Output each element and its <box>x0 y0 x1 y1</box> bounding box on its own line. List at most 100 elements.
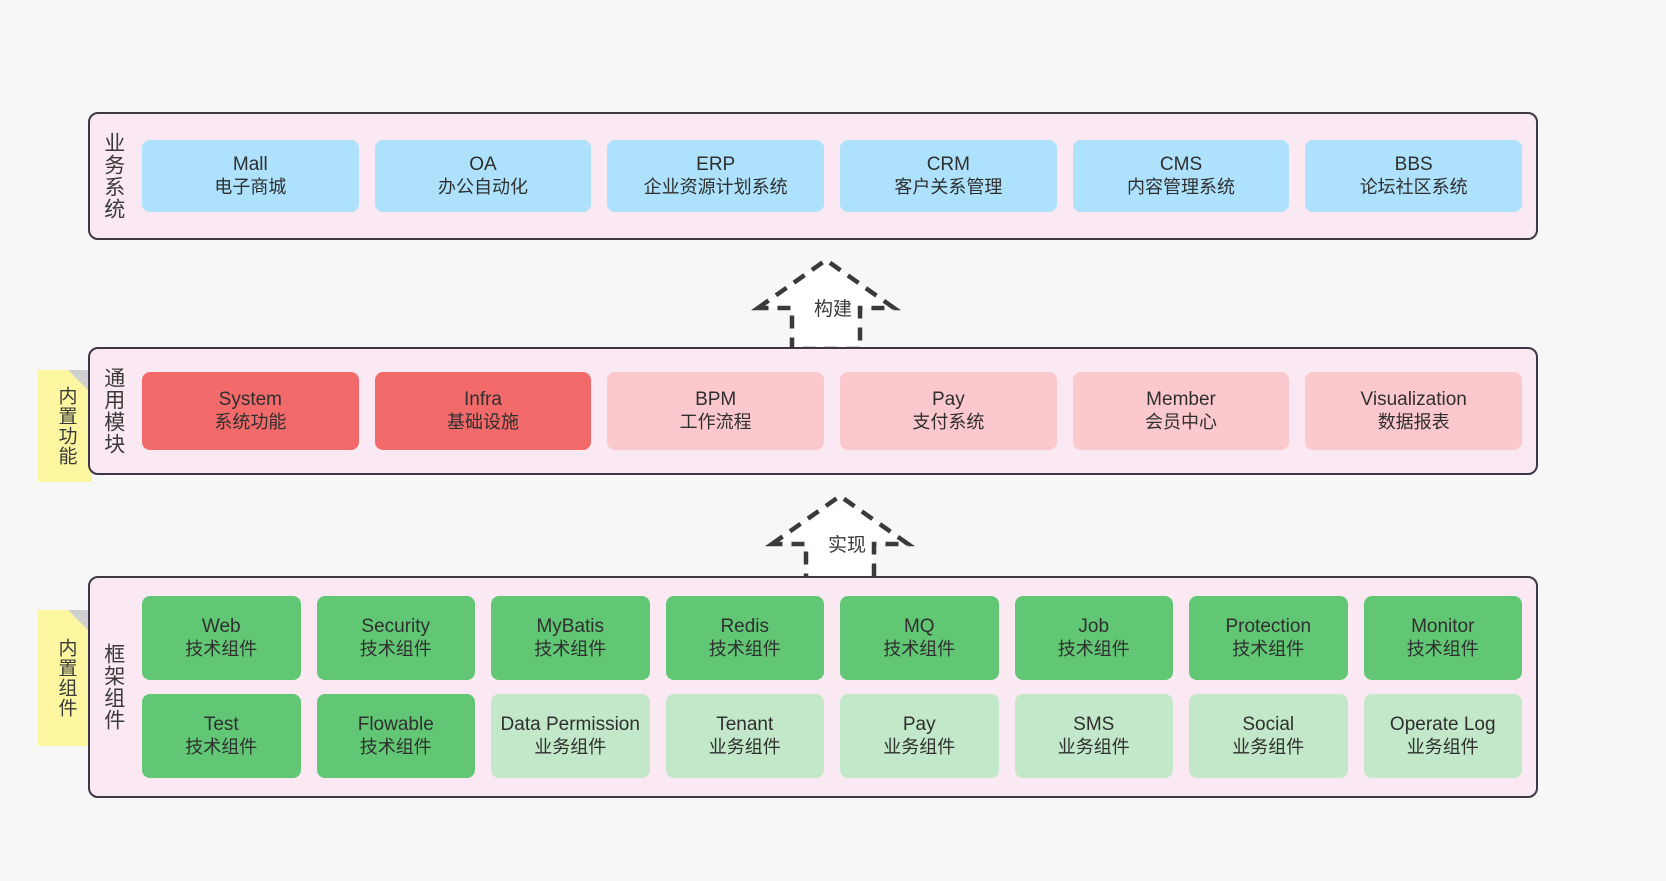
card-title: Redis <box>720 616 770 638</box>
business-card-oa[interactable]: OA 办公自动化 <box>374 140 592 212</box>
business-row: Mall 电子商城 OA 办公自动化 ERP 企业资源计划系统 CRM 客户关系… <box>142 140 1523 212</box>
card-subtitle: 技术组件 <box>1232 638 1305 659</box>
card-title: Monitor <box>1411 616 1475 638</box>
layer-label-business: 业务系统 <box>101 132 125 220</box>
business-card-mall[interactable]: Mall 电子商城 <box>142 140 359 212</box>
layer-body-modules: System 系统功能 Infra 基础设施 BPM 工作流程 Pay 支付系统… <box>136 349 1536 473</box>
card-subtitle: 技术组件 <box>359 736 432 757</box>
card-title: Pay <box>902 714 936 736</box>
sticky-note-builtin-components: 内置组件 <box>38 610 92 746</box>
framework-card-social[interactable]: Social 业务组件 <box>1189 694 1348 778</box>
framework-card-flowable[interactable]: Flowable 技术组件 <box>316 694 475 778</box>
sticky-note-label: 内置功能 <box>55 386 77 466</box>
framework-card-test[interactable]: Test 技术组件 <box>142 694 301 778</box>
card-subtitle: 业务组件 <box>1406 736 1479 757</box>
business-card-crm[interactable]: CRM 客户关系管理 <box>840 140 1057 212</box>
card-title: Member <box>1146 389 1216 411</box>
card-title: Visualization <box>1360 389 1467 411</box>
framework-card-job[interactable]: Job 技术组件 <box>1014 596 1173 680</box>
card-title: Flowable <box>357 714 434 736</box>
card-title: Social <box>1242 714 1295 736</box>
card-subtitle: 业务组件 <box>534 736 607 757</box>
framework-card-tenant[interactable]: Tenant 业务组件 <box>665 694 824 778</box>
card-title: BBS <box>1394 154 1433 176</box>
business-card-cms[interactable]: CMS 内容管理系统 <box>1072 140 1290 212</box>
framework-card-mq[interactable]: MQ 技术组件 <box>840 596 999 680</box>
card-subtitle: 电子商城 <box>214 176 287 197</box>
module-card-visualization[interactable]: Visualization 数据报表 <box>1305 372 1523 450</box>
card-title: CRM <box>926 154 970 176</box>
framework-card-protection[interactable]: Protection 技术组件 <box>1189 596 1348 680</box>
card-title: Pay <box>931 389 965 411</box>
card-subtitle: 技术组件 <box>359 638 432 659</box>
card-title: Web <box>201 616 241 638</box>
card-subtitle: 技术组件 <box>185 638 258 659</box>
module-card-infra[interactable]: Infra 基础设施 <box>374 372 592 450</box>
framework-card-data-permission[interactable]: Data Permission 业务组件 <box>491 694 650 778</box>
card-title: MQ <box>903 616 935 638</box>
layer-label-modules: 通用模块 <box>101 367 125 455</box>
framework-row-2: Test 技术组件 Flowable 技术组件 Data Permission … <box>142 694 1522 778</box>
card-subtitle: 业务组件 <box>883 736 956 757</box>
card-title: ERP <box>696 154 736 176</box>
business-card-bbs[interactable]: BBS 论坛社区系统 <box>1305 140 1523 212</box>
card-title: BPM <box>695 389 737 411</box>
sticky-note-builtin-features: 内置功能 <box>38 370 92 482</box>
sticky-note-label: 内置组件 <box>55 638 77 718</box>
arrow-build: 构建 <box>750 256 902 352</box>
framework-card-redis[interactable]: Redis 技术组件 <box>665 596 824 680</box>
card-title: Job <box>1078 616 1110 638</box>
layer-label-framework: 框架组件 <box>101 643 125 731</box>
card-title: Tenant <box>716 714 774 736</box>
framework-card-monitor[interactable]: Monitor 技术组件 <box>1363 596 1522 680</box>
card-title: CMS <box>1159 154 1203 176</box>
framework-card-sms[interactable]: SMS 业务组件 <box>1014 694 1173 778</box>
framework-card-operate-log[interactable]: Operate Log 业务组件 <box>1363 694 1522 778</box>
hollow-up-arrow-icon <box>764 493 916 588</box>
card-subtitle: 内容管理系统 <box>1127 176 1236 197</box>
card-subtitle: 工作流程 <box>679 411 752 432</box>
business-card-erp[interactable]: ERP 企业资源计划系统 <box>607 140 825 212</box>
framework-row-1: Web 技术组件 Security 技术组件 MyBatis 技术组件 Redi… <box>142 596 1522 680</box>
card-subtitle: 技术组件 <box>1057 638 1130 659</box>
card-subtitle: 技术组件 <box>1406 638 1479 659</box>
module-card-bpm[interactable]: BPM 工作流程 <box>607 372 825 450</box>
card-subtitle: 业务组件 <box>1057 736 1130 757</box>
card-title: Test <box>203 714 239 736</box>
framework-card-security[interactable]: Security 技术组件 <box>316 596 475 680</box>
arrow-implement-label: 实现 <box>828 535 867 556</box>
card-subtitle: 数据报表 <box>1377 411 1450 432</box>
card-title: Security <box>361 616 431 638</box>
layer-body-framework: Web 技术组件 Security 技术组件 MyBatis 技术组件 Redi… <box>136 578 1536 796</box>
card-subtitle: 办公自动化 <box>438 176 528 197</box>
card-subtitle: 系统功能 <box>214 411 287 432</box>
card-title: Protection <box>1225 616 1312 638</box>
framework-card-mybatis[interactable]: MyBatis 技术组件 <box>491 596 650 680</box>
card-title: SMS <box>1073 714 1115 736</box>
card-subtitle: 技术组件 <box>185 736 258 757</box>
card-title: System <box>218 389 283 411</box>
framework-card-web[interactable]: Web 技术组件 <box>142 596 301 680</box>
card-subtitle: 技术组件 <box>883 638 956 659</box>
card-title: Mall <box>232 154 268 176</box>
hollow-up-arrow-icon <box>750 257 902 352</box>
card-subtitle: 论坛社区系统 <box>1359 176 1468 197</box>
card-subtitle: 技术组件 <box>534 638 607 659</box>
card-subtitle: 业务组件 <box>708 736 781 757</box>
module-card-member[interactable]: Member 会员中心 <box>1072 372 1290 450</box>
layer-body-business: Mall 电子商城 OA 办公自动化 ERP 企业资源计划系统 CRM 客户关系… <box>136 114 1536 238</box>
module-card-system[interactable]: System 系统功能 <box>142 372 359 450</box>
modules-row: System 系统功能 Infra 基础设施 BPM 工作流程 Pay 支付系统… <box>142 372 1523 450</box>
layer-business-systems: 业务系统 Mall 电子商城 OA 办公自动化 ERP 企业资源计划系统 CRM… <box>88 112 1538 240</box>
card-subtitle: 技术组件 <box>708 638 781 659</box>
arrow-build-label: 构建 <box>814 299 853 320</box>
card-title: Infra <box>463 389 503 411</box>
card-subtitle: 业务组件 <box>1232 736 1305 757</box>
module-card-pay[interactable]: Pay 支付系统 <box>840 372 1057 450</box>
framework-card-pay[interactable]: Pay 业务组件 <box>840 694 999 778</box>
card-subtitle: 客户关系管理 <box>894 176 1003 197</box>
layer-common-modules: 通用模块 System 系统功能 Infra 基础设施 BPM 工作流程 Pay… <box>88 347 1538 475</box>
arrow-implement: 实现 <box>764 492 916 588</box>
card-subtitle: 会员中心 <box>1145 411 1218 432</box>
